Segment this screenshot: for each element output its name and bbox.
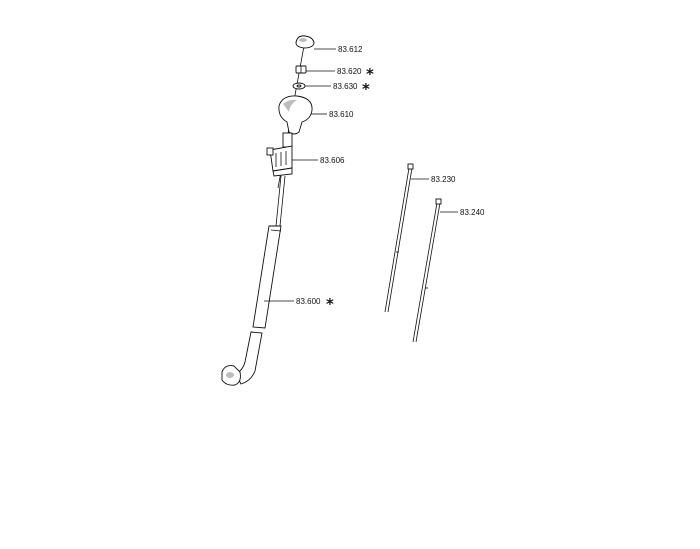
label-83-630: 83.630 [333, 82, 358, 91]
part-83-600-lever [221, 175, 286, 386]
part-83-630-washer [292, 82, 306, 90]
part-83-620-nut [295, 65, 307, 74]
label-83-240: 83.240 [460, 208, 485, 217]
part-83-612-cap [295, 35, 315, 49]
star-marker-83-620: * [366, 65, 374, 83]
label-83-606: 83.606 [320, 156, 345, 165]
label-83-612: 83.612 [338, 45, 363, 54]
label-83-230: 83.230 [431, 175, 456, 184]
part-83-240-rod [412, 198, 442, 343]
label-83-610: 83.610 [329, 110, 354, 119]
label-83-620: 83.620 [337, 67, 362, 76]
part-83-610-knob [278, 95, 313, 135]
part-83-230-rod [384, 163, 414, 313]
star-marker-83-630: * [362, 80, 370, 98]
label-83-600: 83.600 [296, 297, 321, 306]
part-83-606-collar [266, 132, 293, 177]
star-marker-83-600: * [326, 295, 334, 313]
